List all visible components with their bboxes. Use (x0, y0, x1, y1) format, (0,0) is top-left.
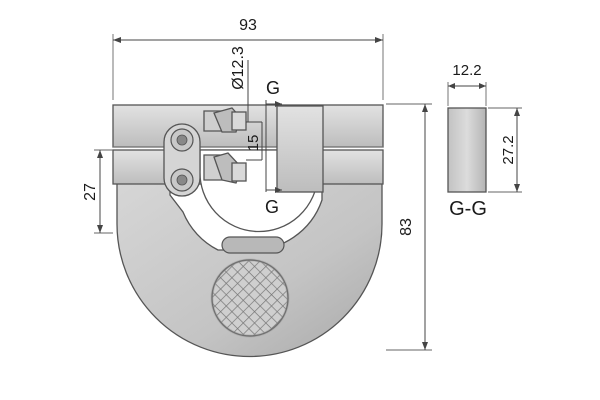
dim-section-width: 12.2 (452, 62, 481, 79)
lever-plate (163, 123, 201, 197)
dim-overall-height: 83 (398, 218, 415, 236)
section-view-g-g (447, 107, 487, 193)
slot (221, 236, 285, 254)
section-label-bottom: G (265, 197, 279, 217)
knurled-grip (211, 259, 289, 337)
dim-jaw-height: 27 (82, 183, 99, 201)
section-view-label: G-G (449, 198, 487, 220)
dim-travel: 15 (245, 135, 262, 152)
right-anvil-block (276, 105, 324, 193)
dim-overall-width: 93 (239, 17, 257, 34)
dim-anvil-diameter: Ø12.3 (230, 46, 247, 90)
dim-section-height: 27.2 (500, 135, 517, 164)
anvil-pins (203, 107, 247, 184)
dimension-lines (94, 34, 522, 351)
section-label-top: G (266, 78, 280, 98)
